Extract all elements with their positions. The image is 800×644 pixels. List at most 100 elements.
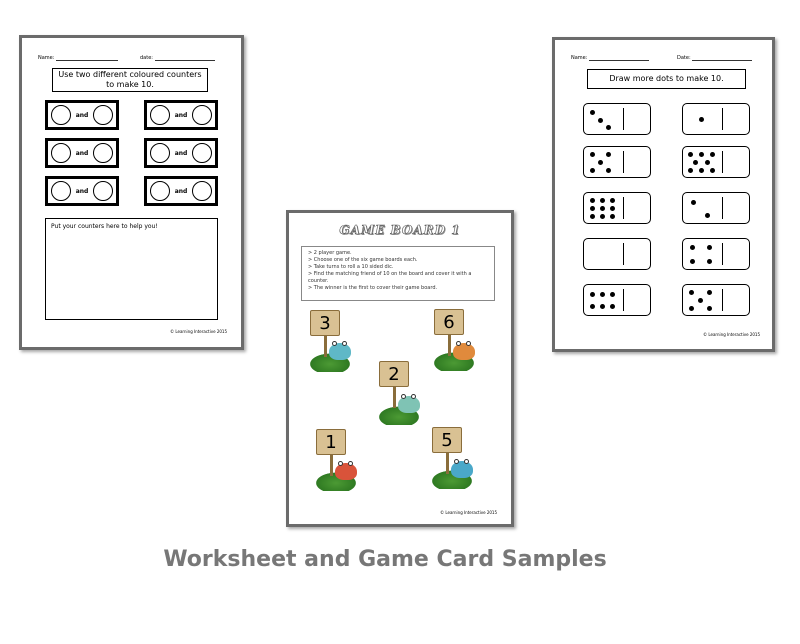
domino-divider bbox=[623, 197, 624, 219]
frog-eye bbox=[348, 461, 353, 466]
counter-pair: and bbox=[144, 100, 218, 130]
page-caption: Worksheet and Game Card Samples bbox=[163, 547, 607, 572]
domino-divider bbox=[623, 243, 624, 265]
dot bbox=[710, 152, 715, 157]
sign-post bbox=[330, 454, 333, 476]
sign-post bbox=[446, 452, 449, 474]
dot bbox=[699, 152, 704, 157]
domino-divider bbox=[623, 108, 624, 130]
domino-divider bbox=[722, 243, 723, 265]
dot bbox=[590, 198, 595, 203]
domino-divider bbox=[722, 151, 723, 173]
domino-card bbox=[682, 284, 750, 316]
dot bbox=[610, 292, 615, 297]
game-board-card: GAME BOARD 1 > 2 player game. > Choose o… bbox=[286, 210, 514, 527]
copyright-text: © Learning Interactive 2015 bbox=[440, 510, 497, 515]
and-label: and bbox=[174, 149, 188, 157]
counter-circle bbox=[51, 105, 71, 125]
frog-eye bbox=[401, 394, 406, 399]
and-label: and bbox=[75, 149, 89, 157]
counter-circle bbox=[51, 181, 71, 201]
date-line bbox=[154, 60, 215, 61]
name-label: Name: bbox=[571, 55, 588, 61]
dot bbox=[689, 306, 694, 311]
sign-number: 5 bbox=[432, 427, 462, 453]
dot bbox=[598, 160, 603, 165]
counter-pair: and bbox=[144, 176, 218, 206]
dot bbox=[600, 304, 605, 309]
domino-card bbox=[682, 146, 750, 178]
frog-eye bbox=[332, 341, 337, 346]
domino-card bbox=[583, 284, 651, 316]
rule-line: > 2 player game. bbox=[308, 250, 352, 256]
frog-eye bbox=[464, 459, 469, 464]
dot bbox=[610, 214, 615, 219]
rule-line: > Choose one of the six game boards each… bbox=[308, 257, 418, 263]
counter-circle bbox=[150, 105, 170, 125]
domino-divider bbox=[722, 197, 723, 219]
date-label: Date: bbox=[677, 55, 691, 61]
rule-line: > Take turns to roll a 10 sided dic. bbox=[308, 264, 394, 270]
frog-icon bbox=[335, 461, 357, 480]
dot bbox=[707, 259, 712, 264]
dot bbox=[689, 290, 694, 295]
domino-card bbox=[583, 103, 651, 135]
dot bbox=[606, 168, 611, 173]
sign-number: 3 bbox=[310, 310, 340, 336]
frog-eye bbox=[411, 394, 416, 399]
dot bbox=[693, 160, 698, 165]
dot bbox=[610, 198, 615, 203]
helper-text: Put your counters here to help you! bbox=[51, 223, 158, 230]
instruction-box: Draw more dots to make 10. bbox=[587, 69, 746, 89]
dot bbox=[691, 200, 696, 205]
dot bbox=[606, 125, 611, 130]
and-label: and bbox=[174, 187, 188, 195]
dot bbox=[699, 168, 704, 173]
counter-circle bbox=[192, 105, 212, 125]
counter-pair: and bbox=[144, 138, 218, 168]
dot bbox=[598, 118, 603, 123]
dot bbox=[600, 198, 605, 203]
dot bbox=[590, 292, 595, 297]
dot bbox=[590, 152, 595, 157]
copyright-text: © Learning Interactive 2015 bbox=[170, 329, 227, 334]
domino-card bbox=[682, 192, 750, 224]
frog-eye bbox=[466, 341, 471, 346]
dot bbox=[688, 152, 693, 157]
sign-post bbox=[448, 334, 451, 356]
counter-circle bbox=[150, 143, 170, 163]
dot bbox=[606, 152, 611, 157]
domino-card bbox=[583, 238, 651, 270]
dot bbox=[600, 292, 605, 297]
date-label: date: bbox=[140, 55, 153, 61]
instruction-box: Use two different coloured counters to m… bbox=[52, 68, 208, 92]
date-field: date: bbox=[140, 55, 215, 61]
dots-worksheet: Name: Date: Draw more dots to make 10. bbox=[552, 37, 775, 352]
dot bbox=[590, 168, 595, 173]
and-label: and bbox=[75, 111, 89, 119]
dot bbox=[707, 306, 712, 311]
rules-box: > 2 player game. > Choose one of the six… bbox=[301, 246, 495, 301]
game-board-title: GAME BOARD 1 bbox=[339, 223, 461, 238]
dot bbox=[590, 304, 595, 309]
dot bbox=[600, 206, 605, 211]
domino-divider bbox=[623, 289, 624, 311]
domino-card bbox=[682, 103, 750, 135]
dot bbox=[690, 245, 695, 250]
sign-post bbox=[393, 386, 396, 408]
frog-eye bbox=[338, 461, 343, 466]
sign-number: 6 bbox=[434, 309, 464, 335]
rule-line: > Find the matching friend of 10 on the … bbox=[308, 271, 472, 277]
frog-eye bbox=[342, 341, 347, 346]
name-line bbox=[589, 60, 650, 61]
domino-card bbox=[682, 238, 750, 270]
frog-sign: 2 bbox=[376, 361, 426, 436]
dot bbox=[610, 304, 615, 309]
dot bbox=[610, 206, 615, 211]
frog-sign: 3 bbox=[307, 310, 357, 385]
dot bbox=[705, 160, 710, 165]
counter-circle bbox=[51, 143, 71, 163]
sign-number: 1 bbox=[316, 429, 346, 455]
counter-pair: and bbox=[45, 100, 119, 130]
counter-circle bbox=[93, 143, 113, 163]
